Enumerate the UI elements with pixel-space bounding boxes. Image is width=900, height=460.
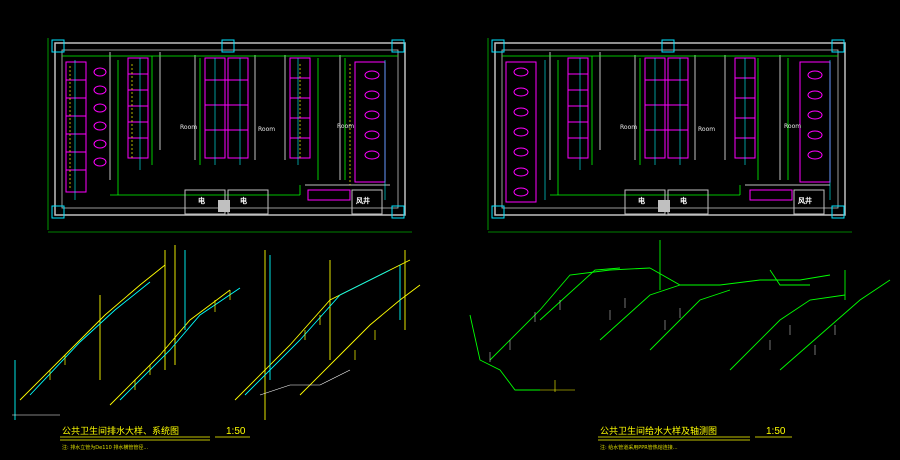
left-scale: 1:50: [226, 426, 246, 437]
right-scale: 1:50: [766, 426, 786, 437]
left-drawing-title: 公共卫生间排水大样、系统图: [62, 427, 180, 437]
equipment-tag: 电: [680, 197, 687, 205]
room-label: Room: [784, 123, 802, 130]
air-shaft-label: 风井: [798, 197, 812, 205]
room-label: Room: [258, 126, 276, 133]
right-water-isometric: [469, 240, 891, 392]
column-icon: [51, 39, 405, 219]
left-drain-isometric: [12, 245, 421, 420]
air-shaft-label: 风井: [356, 197, 370, 205]
left-note: 注: 排水立管为De110 排水横管管径...: [62, 445, 149, 451]
equipment-tag: 电: [198, 197, 205, 205]
title-underlines: [60, 436, 792, 441]
equipment-tag: 电: [638, 197, 645, 205]
room-label: Room: [620, 124, 638, 131]
column-icon: [491, 39, 845, 219]
room-label: Room: [337, 123, 355, 130]
right-note: 注: 给水管道采用PPR管热熔连接...: [600, 445, 678, 451]
left-floor-plan: [47, 38, 412, 233]
room-label: Room: [180, 124, 198, 131]
equipment-tag: 电: [240, 197, 247, 205]
right-drawing-title: 公共卫生间给水大样及轴测图: [600, 427, 718, 437]
room-label: Room: [698, 126, 716, 133]
right-floor-plan: [487, 38, 852, 233]
